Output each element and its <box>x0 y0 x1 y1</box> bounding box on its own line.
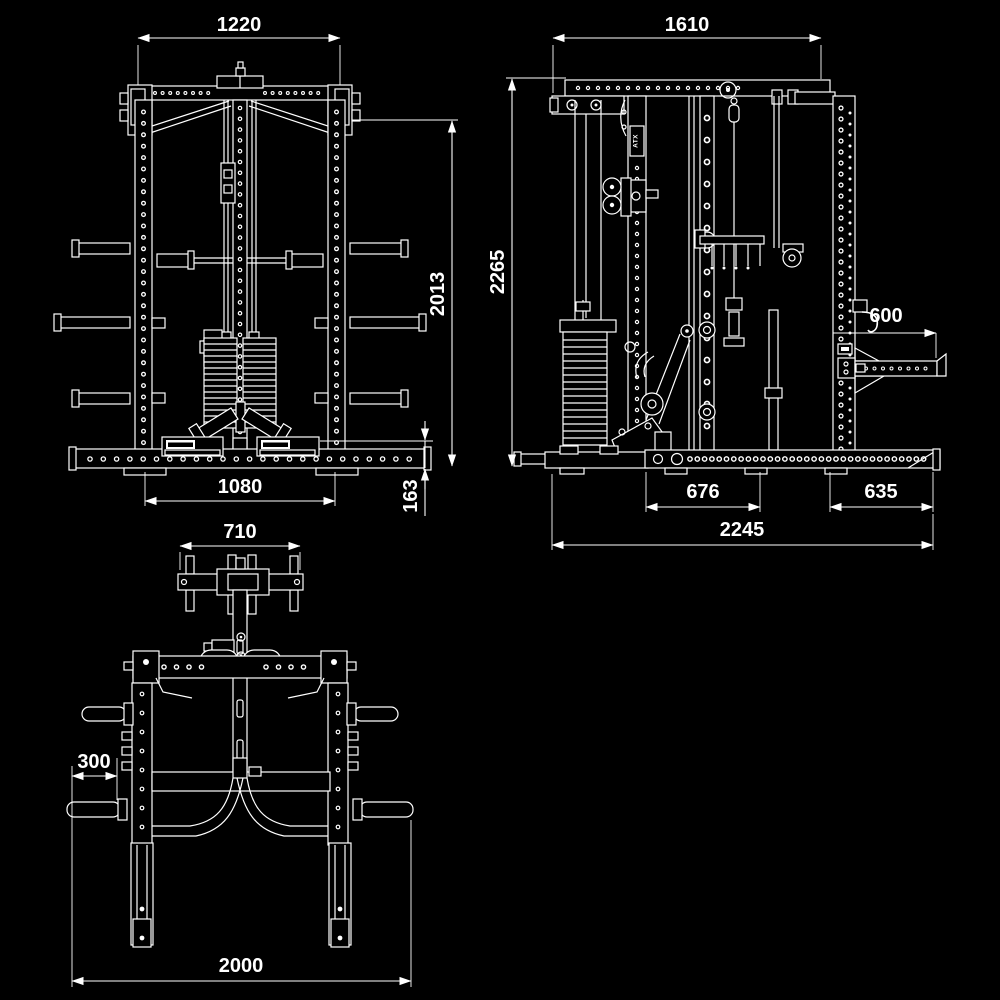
dimension-side-base-front: 676 <box>645 472 761 512</box>
dim-label-600: 600 <box>869 305 902 327</box>
dim-label-2000: 2000 <box>219 955 264 977</box>
top-main-rail <box>123 650 357 704</box>
dimension-front-width-top: 1220 <box>137 14 341 85</box>
dim-label-1220: 1220 <box>217 14 262 36</box>
dim-label-1080: 1080 <box>218 476 263 498</box>
pulley-wheel <box>698 321 716 339</box>
side-jhook <box>837 299 879 355</box>
front-base <box>68 436 432 476</box>
carabiner <box>728 104 740 123</box>
top-center-column <box>203 589 248 779</box>
dimension-front-height: 2013 <box>352 119 458 467</box>
pulley-wheel <box>782 248 802 268</box>
side-spotter-arm <box>837 346 947 395</box>
front-uprights <box>134 99 346 467</box>
side-view: ATX <box>487 14 947 550</box>
top-view: 710 300 2000 <box>66 521 414 987</box>
front-barbell <box>156 250 324 270</box>
dim-label-163: 163 <box>400 479 422 512</box>
dim-label-1610: 1610 <box>665 14 710 36</box>
dim-label-676: 676 <box>686 481 719 503</box>
dimension-top-bar-width: 710 <box>179 521 301 570</box>
dim-label-2265: 2265 <box>487 250 509 295</box>
brand-logo: ATX <box>633 134 640 148</box>
dim-label-2013: 2013 <box>427 272 449 317</box>
dimension-side-width-top: 1610 <box>552 14 822 93</box>
dimension-front-base-height: 163 <box>320 421 433 516</box>
dimension-side-height: 2265 <box>487 77 566 467</box>
side-cables <box>585 96 804 451</box>
dim-label-710: 710 <box>223 521 256 543</box>
dim-label-635: 635 <box>864 481 897 503</box>
side-lever-arm <box>611 324 694 456</box>
front-weight-stack <box>188 337 292 451</box>
dim-label-300: 300 <box>77 751 110 773</box>
pulley-wheel <box>698 403 716 421</box>
side-weight-stack <box>559 100 617 455</box>
dimension-side-base-rear: 635 <box>829 472 934 512</box>
dimension-side-spotter-arm: 600 <box>833 305 937 358</box>
side-rear-upright <box>832 95 856 461</box>
dimension-side-depth-total: 2245 <box>551 474 934 550</box>
dimension-top-width-total: 2000 <box>71 766 412 987</box>
front-view: ATX ATX <box>53 14 458 516</box>
top-pulley <box>719 81 737 99</box>
side-front-column <box>688 95 716 461</box>
side-prong-rack <box>694 229 765 270</box>
top-vframe <box>151 757 331 837</box>
side-base <box>513 445 941 475</box>
top-bottom-rails <box>130 842 352 948</box>
dimension-front-width-base: 1080 <box>144 472 336 506</box>
brand-plate <box>629 125 645 157</box>
dim-label-2245: 2245 <box>720 519 765 541</box>
dimension-top-peg-length: 300 <box>71 751 118 800</box>
